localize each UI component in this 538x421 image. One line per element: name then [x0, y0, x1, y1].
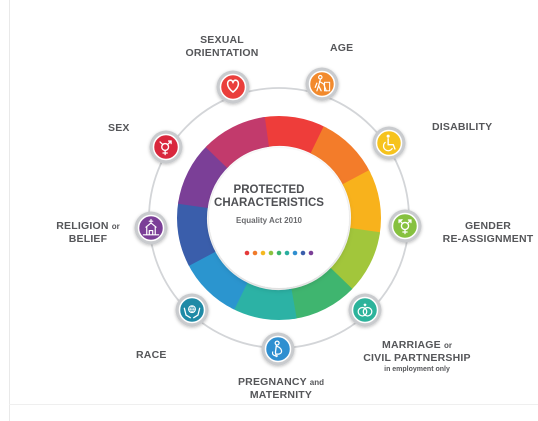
node-fill	[219, 73, 247, 101]
label-religion-word: RELIGION	[56, 220, 109, 232]
node-disability	[372, 126, 406, 160]
label-sex: SEX	[108, 122, 130, 134]
label-marriage-line2: CIVIL PARTNERSHIP	[363, 352, 471, 364]
label-religion-line2: BELIEF	[68, 233, 108, 245]
label-marriage: MARRIAGE or CIVIL PARTNERSHIP in employm…	[356, 339, 478, 375]
color-dot	[276, 250, 282, 256]
rainbow-segment	[177, 200, 216, 266]
node-race	[175, 293, 209, 327]
label-pregnancy-line1: PREGNANCY and	[228, 376, 334, 389]
label-marriage-or: or	[443, 341, 452, 350]
rainbow-segment	[310, 126, 371, 187]
label-pregnancy-word: PREGNANCY	[237, 376, 307, 388]
color-dot	[268, 250, 274, 256]
rainbow-segment	[342, 170, 381, 236]
node-pregnancy	[261, 332, 295, 366]
label-religion-or: or	[111, 222, 120, 231]
elderly-person-icon	[314, 74, 331, 92]
node-marriage	[348, 293, 382, 327]
color-dot	[244, 250, 250, 256]
pregnant-woman-icon	[271, 340, 283, 358]
label-religion: RELIGION or BELIEF	[54, 220, 122, 246]
color-dot	[308, 250, 314, 256]
label-gender-reassignment-line1: GENDER	[464, 220, 512, 232]
heart-icon	[226, 79, 240, 93]
rainbow-segment	[187, 249, 248, 310]
color-dots-row	[244, 250, 314, 256]
label-marriage-word: MARRIAGE	[382, 339, 441, 351]
rings-icon	[357, 303, 373, 317]
rainbow-segment	[231, 281, 297, 320]
left-border-line	[9, 0, 10, 421]
rainbow-segment	[177, 144, 230, 209]
rainbow-segment	[261, 116, 327, 155]
node-fill	[351, 296, 379, 324]
gender-symbol-icon	[159, 140, 172, 156]
label-gender-reassignment: GENDER RE-ASSIGNMENT	[440, 220, 536, 246]
node-fill	[264, 335, 292, 363]
transgender-symbol-icon	[398, 218, 412, 235]
rainbow-segment	[328, 227, 381, 292]
label-marriage-line1: MARRIAGE or	[356, 339, 478, 352]
wheelchair-icon	[382, 134, 396, 152]
center-title-line2: CHARACTERISTICS	[214, 197, 324, 209]
node-fill	[178, 296, 206, 324]
color-dot	[252, 250, 258, 256]
label-sexual-orientation: SEXUAL ORIENTATION	[178, 34, 266, 60]
color-dot	[300, 250, 306, 256]
label-pregnancy: PREGNANCY and MATERNITY	[228, 376, 334, 402]
node-sexual-orientation	[216, 70, 250, 104]
center-disc	[209, 148, 349, 288]
color-dot	[260, 250, 266, 256]
label-religion-line1: RELIGION or	[54, 220, 122, 233]
center-title-line1: PROTECTED	[233, 184, 305, 196]
label-sexual-orientation-line2: ORIENTATION	[185, 47, 259, 59]
rainbow-ring	[177, 116, 381, 320]
node-fill	[152, 133, 180, 161]
rainbow-segment	[205, 116, 270, 169]
hands-globe-icon	[183, 305, 201, 319]
label-age: AGE	[330, 42, 354, 54]
rainbow-segment	[288, 267, 353, 320]
node-fill	[308, 70, 336, 98]
node-sex	[149, 130, 183, 164]
label-marriage-note: in employment only	[384, 366, 450, 373]
label-pregnancy-line2: MATERNITY	[249, 389, 313, 401]
label-sexual-orientation-line1: SEXUAL	[200, 34, 244, 46]
node-age	[305, 67, 339, 101]
label-pregnancy-and: and	[309, 378, 325, 387]
label-disability: DISABILITY	[432, 121, 493, 133]
node-religion	[134, 211, 168, 245]
color-dot	[292, 250, 298, 256]
label-gender-reassignment-line2: RE-ASSIGNMENT	[442, 233, 534, 245]
node-fill	[375, 129, 403, 157]
place-of-worship-icon	[142, 218, 160, 236]
center-subtitle: Equality Act 2010	[236, 216, 302, 225]
color-dot	[284, 250, 290, 256]
label-race: RACE	[136, 349, 167, 361]
node-gender-reassignment	[388, 209, 422, 243]
bottom-border-line	[9, 404, 538, 405]
